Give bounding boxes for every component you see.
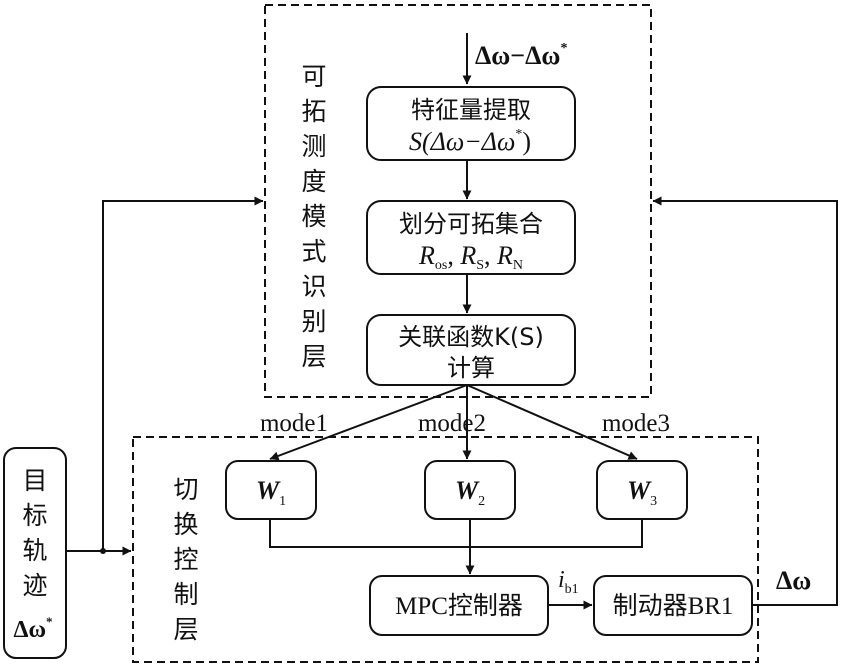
set-rs-main: R xyxy=(459,241,476,270)
w1-label: W1 xyxy=(256,476,286,509)
w2-sub: 2 xyxy=(478,494,485,509)
lower-layer-label-char: 换 xyxy=(173,510,198,539)
target-label-char: 轨 xyxy=(22,536,47,565)
upper-layer-label-char: 别 xyxy=(301,307,326,336)
correlation-box xyxy=(366,314,576,386)
target-label-char: 目 xyxy=(22,466,47,495)
w1-main: W xyxy=(256,476,281,505)
arrow-target-to-identification-layer xyxy=(102,196,264,551)
target-trajectory-box xyxy=(3,447,67,659)
lower-layer-frame xyxy=(132,436,759,663)
set-ros-sub: os xyxy=(435,258,447,273)
set-ros-main: R xyxy=(418,241,435,270)
feature-formula-close: ) xyxy=(522,127,531,156)
mode1-arrow xyxy=(269,384,468,461)
feature-formula-sup: * xyxy=(515,127,522,142)
correlation-title: 关联函数K(S) xyxy=(398,323,544,351)
w3-label: W3 xyxy=(627,476,657,509)
mode3-label: mode3 xyxy=(602,410,670,437)
junction-dot xyxy=(100,548,106,554)
signal-i-main: i xyxy=(558,567,565,593)
upper-layer-label-char: 拓 xyxy=(301,97,326,126)
feature-extraction-title: 特征量提取 xyxy=(411,96,531,124)
partition-title: 划分可拓集合 xyxy=(399,210,543,238)
lower-layer-label-char: 层 xyxy=(173,615,198,644)
upper-layer-label-char: 度 xyxy=(301,167,326,196)
mode3-arrow xyxy=(466,384,638,460)
lower-layer-label: 切 换 控 制 层 xyxy=(173,475,198,644)
lower-layer-label-char: 切 xyxy=(173,475,198,504)
w1-sub: 1 xyxy=(279,494,286,509)
feedback-label: Δω xyxy=(776,566,811,595)
input-label: Δω−Δω* xyxy=(475,41,567,70)
set-rn-sub: N xyxy=(513,258,523,273)
brake-label: 制动器BR1 xyxy=(613,592,734,620)
lower-layer-label-char: 控 xyxy=(173,545,198,574)
w-merge-line xyxy=(269,519,643,548)
mode1-label: mode1 xyxy=(260,410,328,437)
feature-formula-main: S(Δω−Δω xyxy=(409,127,515,156)
upper-layer-label-char: 可 xyxy=(301,62,326,91)
set-rn-main: R xyxy=(496,241,513,270)
upper-layer-label-char: 模 xyxy=(301,202,326,231)
upper-layer-label-char: 层 xyxy=(301,342,326,371)
w2-main: W xyxy=(455,476,480,505)
upper-layer-label-char: 式 xyxy=(301,237,326,266)
input-sup: * xyxy=(560,41,567,56)
target-symbol: Δω* xyxy=(13,614,52,643)
signal-i-sub: b1 xyxy=(565,582,579,597)
target-label-char: 迹 xyxy=(22,571,47,600)
correlation-subtitle: 计算 xyxy=(447,354,495,382)
target-label-char: 标 xyxy=(22,501,47,530)
upper-layer-frame xyxy=(264,4,652,398)
target-trajectory-label: 目 标 轨 迹 xyxy=(22,466,47,600)
w3-sub: 3 xyxy=(650,494,657,509)
input-symbol: Δω−Δω xyxy=(475,41,560,70)
lower-layer-label-char: 制 xyxy=(173,580,198,609)
feature-extraction-formula: S(Δω−Δω*) xyxy=(409,127,531,156)
upper-layer-label: 可 拓 测 度 模 式 识 别 层 xyxy=(301,62,326,371)
mpc-label: MPC控制器 xyxy=(395,592,523,620)
target-symbol-sup: * xyxy=(46,614,53,629)
w3-main: W xyxy=(627,476,652,505)
upper-layer-label-char: 识 xyxy=(301,272,326,301)
partition-box xyxy=(366,200,576,275)
feature-extraction-box xyxy=(366,86,576,161)
upper-layer-label-char: 测 xyxy=(301,132,326,161)
mode2-label: mode2 xyxy=(418,410,486,437)
set-rs-sub: S xyxy=(476,258,484,273)
partition-sets: Ros, RS, RN xyxy=(418,241,523,273)
w2-label: W2 xyxy=(455,476,485,509)
target-symbol-main: Δω xyxy=(13,617,46,643)
set-ros-sep: , xyxy=(447,241,460,270)
set-rs-sep: , xyxy=(484,241,497,270)
feedback-line xyxy=(652,196,838,606)
signal-i-label: ib1 xyxy=(558,567,579,597)
